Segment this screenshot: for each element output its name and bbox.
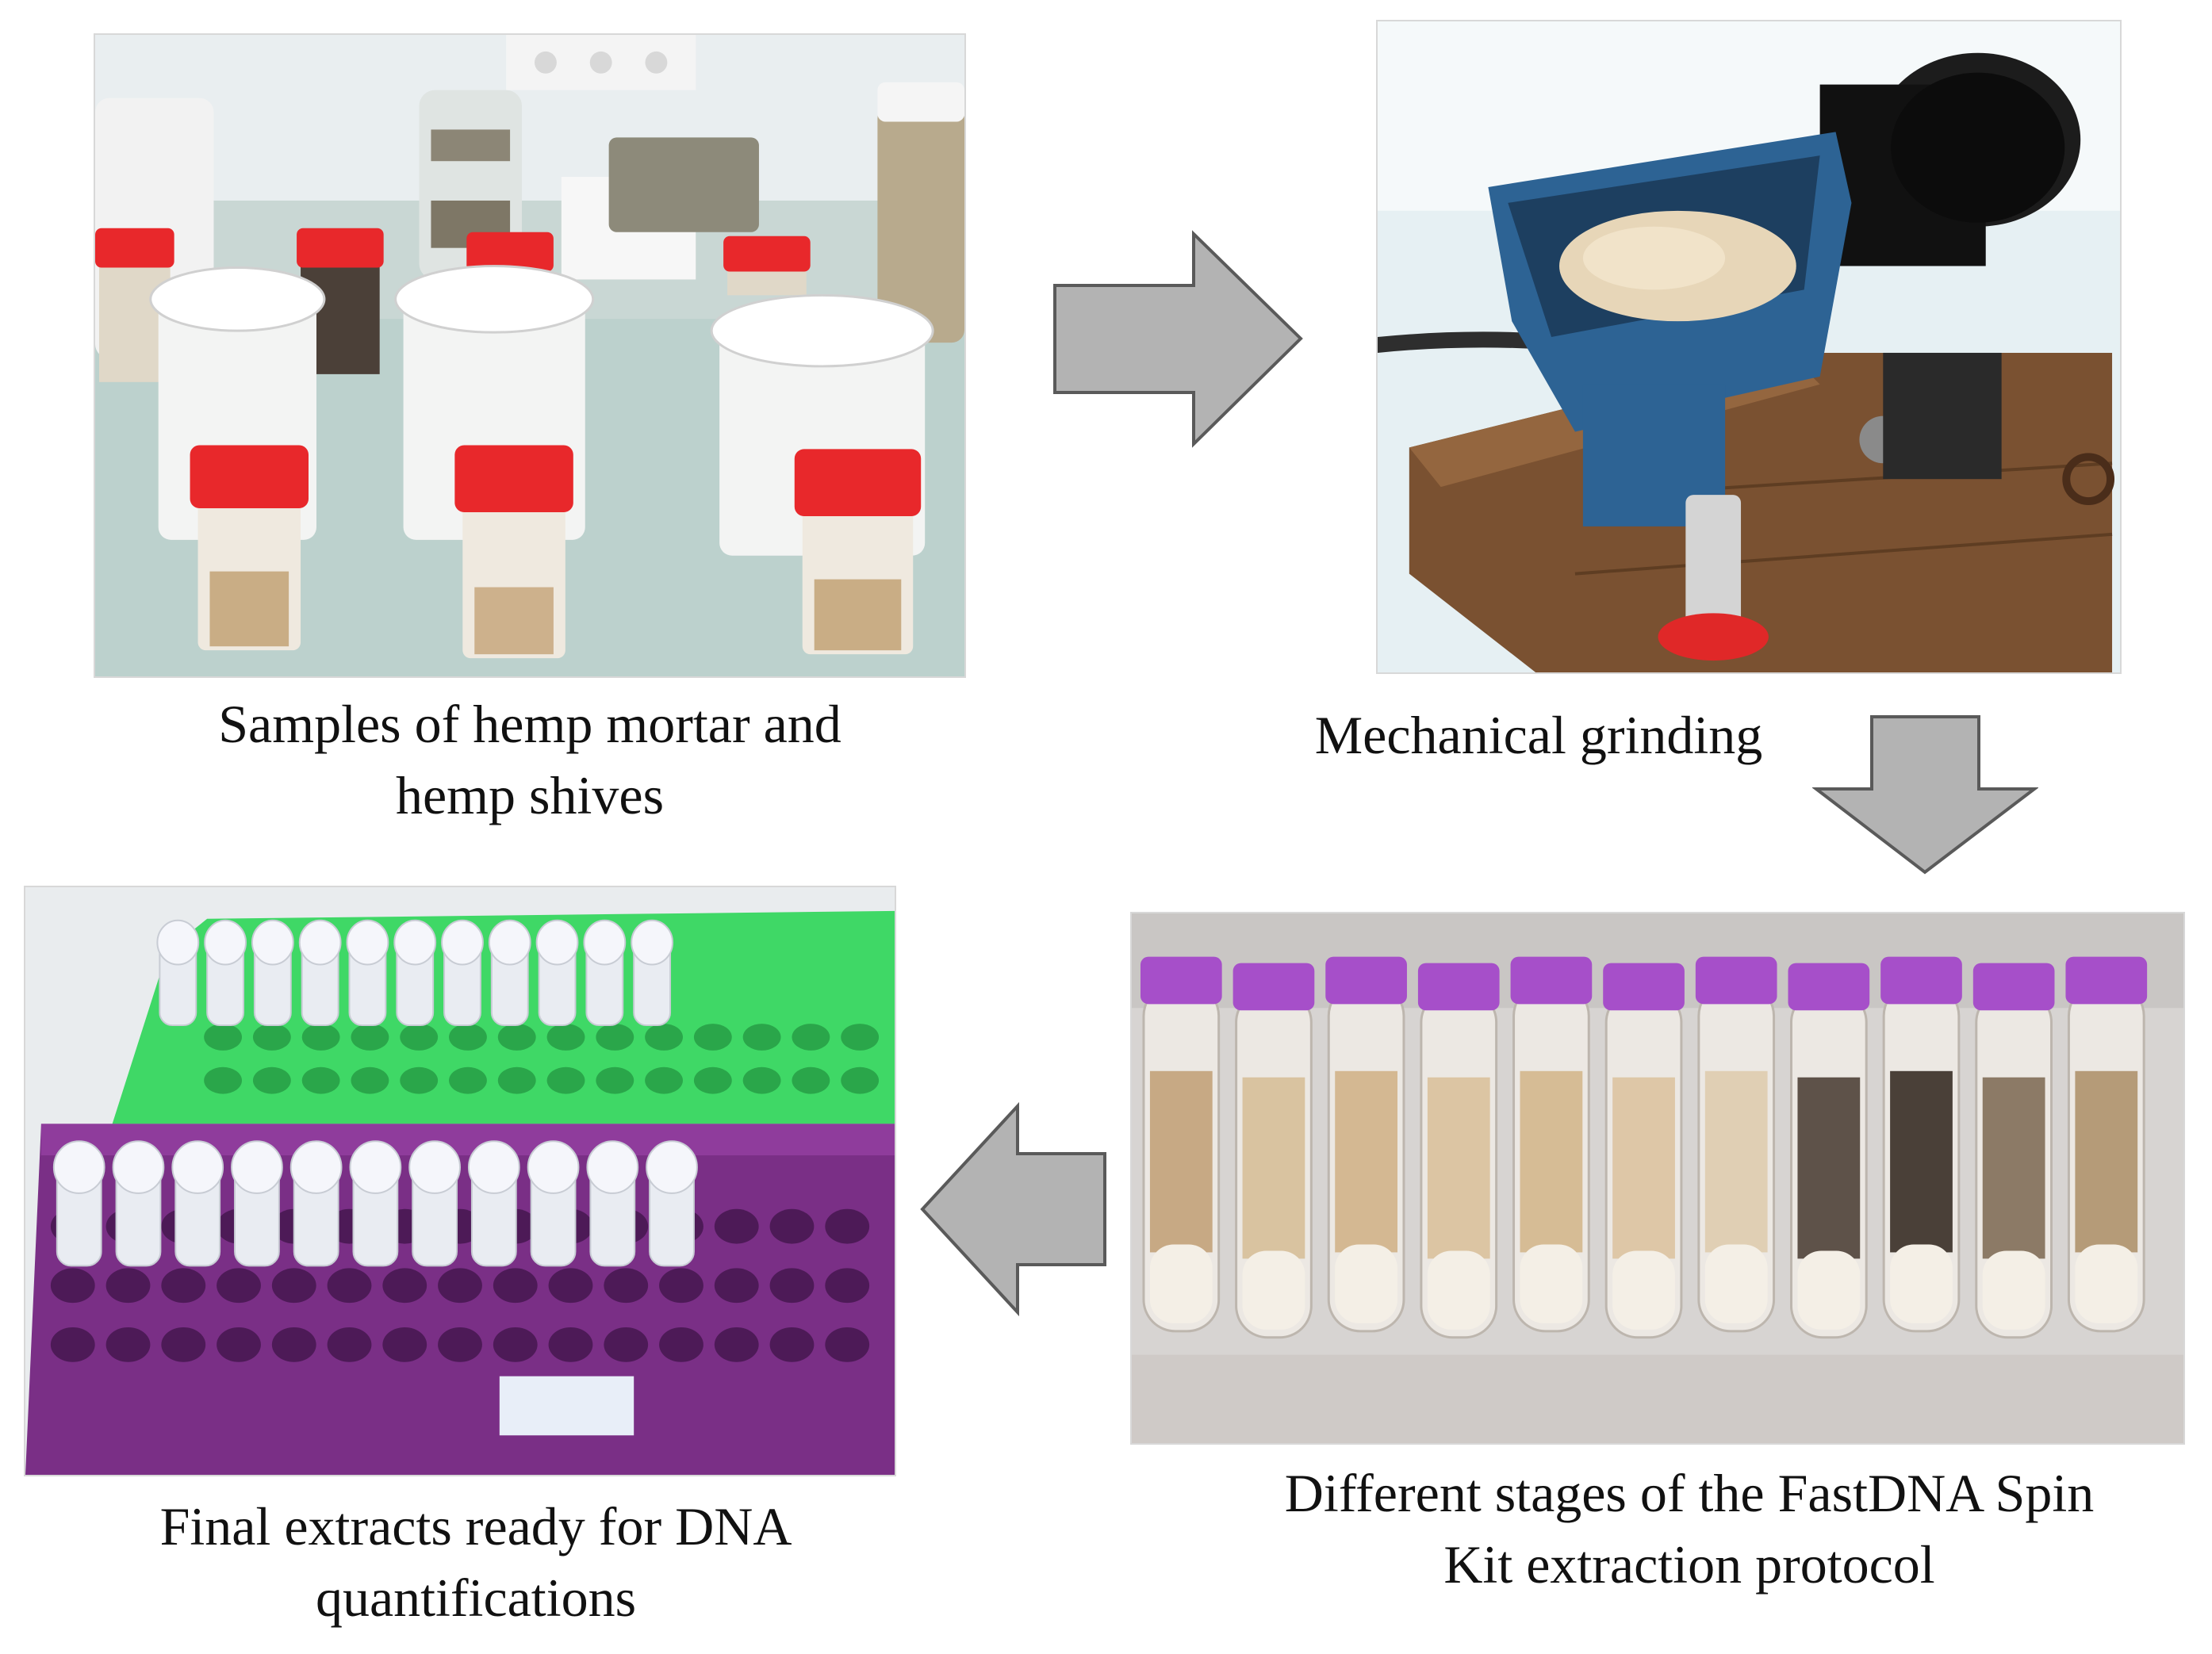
tube <box>349 1140 402 1267</box>
tube <box>1417 963 1500 1339</box>
arrow-down-icon <box>1812 715 2038 875</box>
caption-line: Final extracts ready for DNA <box>159 1496 792 1556</box>
caption-line: Mechanical grinding <box>1314 705 1763 765</box>
tube <box>586 1140 639 1267</box>
tube <box>289 1140 343 1267</box>
tube <box>535 919 579 1027</box>
tube <box>1603 963 1685 1339</box>
caption-final: Final extracts ready for DNA quantificat… <box>24 1491 928 1633</box>
tube <box>631 919 674 1027</box>
arrow-left-icon <box>920 1102 1106 1316</box>
caption-line: Samples of hemp mortar and <box>218 694 841 754</box>
tube <box>1325 956 1407 1333</box>
tube <box>1695 956 1777 1333</box>
tube <box>156 919 200 1027</box>
caption-grinding: Mechanical grinding <box>1237 699 1840 771</box>
tube <box>408 1140 461 1267</box>
tube <box>251 919 294 1027</box>
tube <box>1510 956 1593 1333</box>
caption-line: quantifications <box>315 1568 637 1628</box>
sample-jars-photo <box>94 33 966 678</box>
arrow-right-icon <box>1053 230 1303 448</box>
tube <box>1233 963 1315 1339</box>
tube <box>231 1140 283 1267</box>
tube <box>646 1140 698 1267</box>
tube <box>1880 956 1962 1333</box>
caption-line: Different stages of the FastDNA Spin <box>1284 1463 2095 1523</box>
tube <box>527 1140 580 1267</box>
tube <box>298 919 342 1027</box>
caption-line: Kit extraction protocol <box>1443 1534 1935 1595</box>
tubes-photo <box>1130 912 2185 1445</box>
tube <box>171 1140 224 1267</box>
tube <box>2065 956 2148 1333</box>
caption-line: hemp shives <box>395 765 665 825</box>
tube <box>1788 963 1870 1339</box>
grinder-photo <box>1376 20 2122 674</box>
tube-rack-photo <box>24 886 896 1476</box>
tube <box>488 919 531 1027</box>
tube <box>1972 963 2055 1339</box>
caption-extraction: Different stages of the FastDNA Spin Kit… <box>1225 1457 2153 1600</box>
tube <box>52 1140 105 1267</box>
tube <box>441 919 484 1027</box>
tube <box>1140 956 1222 1333</box>
tube <box>583 919 627 1027</box>
tube <box>112 1140 165 1267</box>
tube <box>467 1140 520 1267</box>
tube <box>346 919 389 1027</box>
tube <box>393 919 437 1027</box>
caption-samples: Samples of hemp mortar and hemp shives <box>94 688 966 831</box>
tube <box>204 919 247 1027</box>
